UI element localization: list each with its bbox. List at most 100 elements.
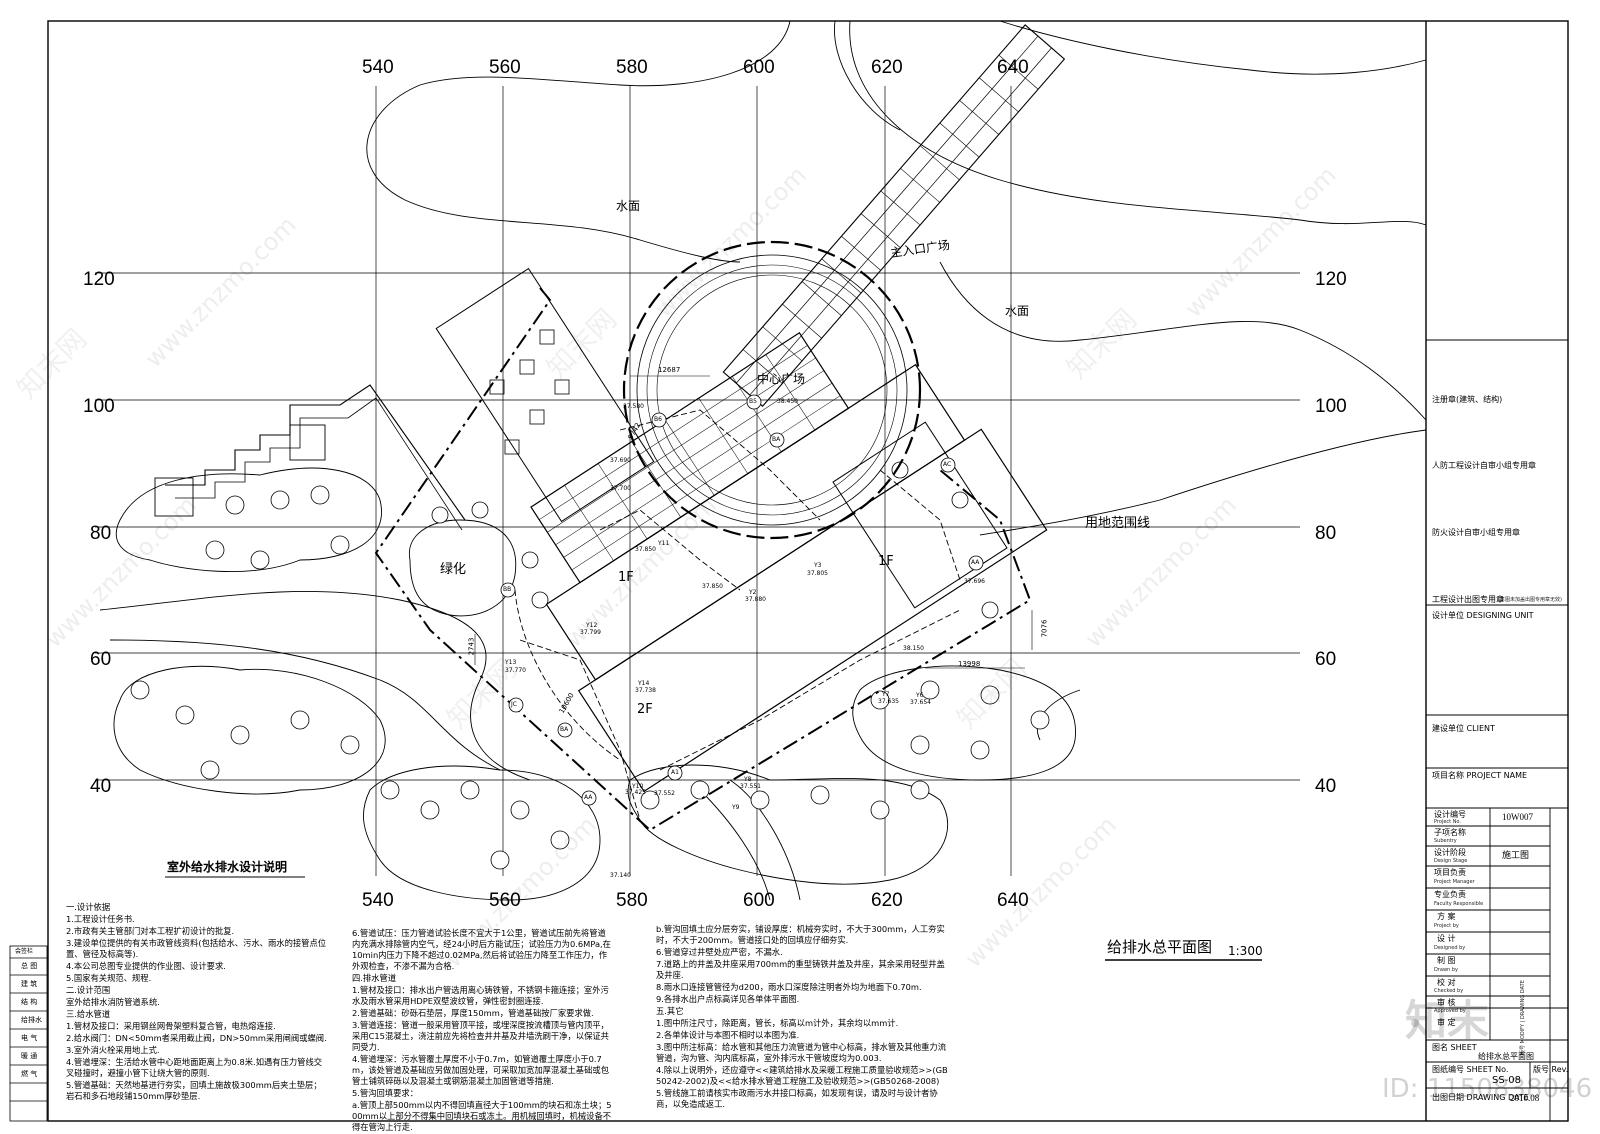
tb-row-label: 子项名称: [1434, 828, 1466, 837]
note-line: 6.管道穿过井壁处应严密，不漏水.: [656, 947, 783, 957]
tb-row-label: 校 对: [1437, 978, 1456, 987]
well-label: Y7: [882, 691, 890, 698]
grid-y-label: 80: [1315, 523, 1337, 544]
elevation-text: 37.635: [878, 698, 899, 705]
well-label: Y14: [638, 680, 650, 687]
tb-row-sub: Approved by: [1434, 1008, 1466, 1014]
elevation-text: 37.580: [623, 403, 644, 410]
grid-y-label: 60: [1315, 649, 1337, 670]
note-line: 4.本公司总图专业提供的作业图、设计要求.: [66, 961, 226, 971]
countersign-row: 建 筑: [21, 980, 38, 988]
elevation-text: 37.140: [610, 872, 631, 879]
tb-row-sub: Project No.: [1434, 819, 1461, 825]
countersign-row: 暖 通: [21, 1052, 38, 1060]
note-line: 一.设计依据: [66, 902, 111, 912]
sheet-no-label: 图纸编号 SHEET No.: [1432, 1065, 1509, 1074]
grid-y-label: 100: [1315, 396, 1347, 417]
stepped-walkway: [165, 384, 466, 521]
grid-y-label: 60: [90, 649, 112, 670]
well-label: Y13: [505, 659, 517, 666]
pipe-nodes: [500, 394, 984, 806]
central-plaza: [622, 240, 922, 540]
elevation-text: 37.552: [654, 790, 675, 797]
tb-row-label: 审 核: [1437, 998, 1456, 1007]
client-label: 建设单位 CLIENT: [1432, 724, 1495, 733]
tb-row-label: 设计阶段: [1434, 848, 1466, 857]
watermark-logo: [1411, 1019, 1419, 1027]
dimension-text: 13998: [958, 660, 981, 668]
grid-y-label: 120: [83, 269, 115, 290]
stamp-label: 工程设计出图专用章: [1432, 595, 1504, 604]
tb-row-label: 方 案: [1437, 912, 1456, 921]
note-line: 3.室外消火栓采用地上式.: [66, 1045, 160, 1055]
node-label: AA: [971, 559, 980, 566]
grid-y-label: 120: [1315, 269, 1347, 290]
floor-label: 2F: [637, 702, 653, 717]
tb-row-sub: Checked by: [1434, 988, 1464, 994]
node-label: BB: [503, 586, 512, 593]
tb-row-sub: Design Stage: [1434, 858, 1468, 864]
dimension-lines: [474, 375, 1033, 669]
dimension-text: 2743: [467, 637, 476, 656]
elevation-text: 37.654: [910, 699, 931, 706]
grid-y-label: 40: [90, 776, 112, 797]
note-line: 7.道路上的井盖及井座采用700mm的重型铸铁井盖及井座，其余采用轻型井盖及井座…: [656, 959, 945, 980]
node-label: BA: [560, 726, 569, 733]
designing-unit-label: 设计单位 DESIGNING UNIT: [1432, 611, 1534, 620]
elevation-text: 37.850: [702, 583, 723, 590]
elevation-text: 37.425: [625, 789, 646, 796]
elevation-text: 38.450: [777, 398, 798, 405]
floor-label: 1F: [878, 554, 894, 569]
coordinate-grid: [95, 86, 1300, 876]
note-line: 4.管道埋深：污水管覆土厚度不小于0.7m，如管道覆土厚度小于0.7m，该处管道…: [352, 1054, 609, 1086]
tb-row-sub: Project by: [1434, 923, 1459, 929]
countersign-row: 电 气: [21, 1034, 38, 1042]
well-label: Y12: [586, 622, 598, 629]
project-name-label: 项目名称 PROJECT NAME: [1432, 771, 1528, 780]
drawing-date-value: 2010.08: [1510, 1093, 1540, 1103]
elevation-text: 37.551: [740, 783, 761, 790]
design-stage-value: 施工图: [1502, 851, 1530, 861]
grid-x-label: 580: [616, 890, 648, 911]
floor-label: 1F: [618, 570, 634, 585]
design-notes-column-3: b.管沟回填土应分层夯实，铺设厚度：机械夯实时，不大于300mm，人工夯实时，不…: [656, 924, 948, 1111]
elevation-text: 37.770: [505, 667, 526, 674]
grid-x-label: 600: [743, 890, 775, 911]
drawing-name-value: 给排水总平面图: [1478, 1052, 1534, 1061]
node-label: AA: [584, 794, 593, 801]
grid-x-label: 640: [997, 890, 1029, 911]
countersign-row: 总 图: [21, 962, 38, 970]
node-label: JC: [511, 701, 517, 708]
countersign-header: 会签栏: [15, 948, 34, 955]
node-label: BA: [772, 436, 781, 443]
note-line: 4.除以上说明外，还应遵守<<建筑给排水及采暖工程施工质量验收规范>>(GB50…: [656, 1065, 948, 1086]
note-line: b.管沟回填土应分层夯实，铺设厚度：机械夯实时，不大于300mm，人工夯实时，不…: [656, 924, 945, 945]
countersign-row: 给排水: [21, 1016, 42, 1024]
stamp-label: 人防工程设计自审小组专用章: [1432, 461, 1536, 470]
boundary-label: 用地范围线: [1085, 516, 1151, 531]
project-no-value: 10W007: [1502, 812, 1533, 822]
tb-row-label: 项目负责: [1434, 868, 1466, 877]
greening-label: 绿化: [440, 562, 467, 577]
elevation-text: 37.805: [807, 570, 828, 577]
note-line: a.管顶上部500mm以内不得回填直径大于100mm的块石和冻土块；500mm以…: [352, 1100, 612, 1132]
stamp-label: 防火设计自审小组专用章: [1432, 528, 1520, 537]
note-line: 1.图中所注尺寸，除距离，管长，标高以m计外，其余均以mm计.: [656, 1018, 899, 1028]
dimension-text: 12687: [658, 366, 681, 374]
water-label: 水面: [616, 199, 641, 213]
tb-row-label: 专业负责: [1434, 890, 1466, 899]
planting-outlines: [113, 467, 1076, 901]
node-label: B6: [654, 416, 662, 423]
watermark-id: ID: 1150838046: [1382, 1074, 1593, 1104]
grid-x-label: 620: [871, 57, 903, 78]
elevation-text: 37.690: [610, 457, 631, 464]
well-label: Y2: [749, 589, 757, 596]
countersign-row: 燃 气: [21, 1070, 38, 1078]
well-label: Y9: [732, 804, 740, 811]
elevation-text: 37.700: [610, 485, 631, 492]
well-label: Y6: [916, 692, 924, 699]
tb-row-label: 设 计: [1437, 934, 1456, 943]
node-label: AC: [943, 461, 952, 468]
design-notes-title: 室外给水排水设计说明: [167, 860, 288, 874]
